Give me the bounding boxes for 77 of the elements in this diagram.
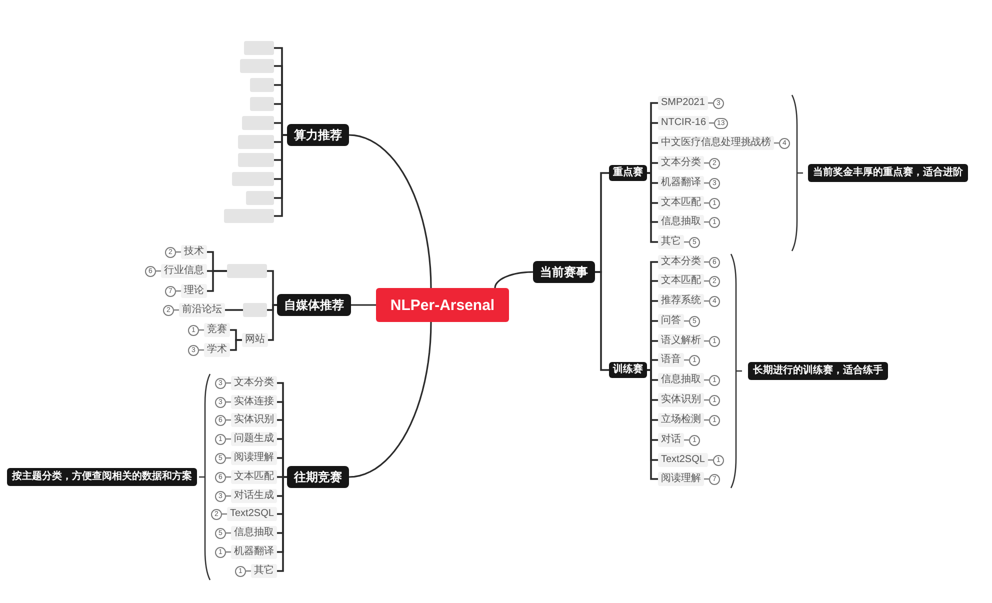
leaf-topic: 竞赛 xyxy=(204,323,230,337)
branch-line xyxy=(494,271,534,288)
leaf-topic: 文本分类 xyxy=(231,376,277,390)
branch-line xyxy=(207,270,227,292)
leaf-topic: 问题生成 xyxy=(231,432,277,446)
leaf-topic: 行业信息 xyxy=(161,264,207,278)
leaf-topic: 语义解析 xyxy=(658,334,704,348)
central-topic: NLPer-Arsenal xyxy=(376,288,509,322)
leaf-topic: 阅读理解 xyxy=(231,451,277,465)
branch-line xyxy=(647,162,658,174)
leaf-topic: 文本分类 xyxy=(658,255,704,269)
leaf-topic: NTCIR-16 xyxy=(658,116,710,130)
leaf-topic: SMP2021 xyxy=(658,96,708,110)
blank-topic-box xyxy=(246,191,274,205)
blank-topic-box xyxy=(224,209,274,223)
branch-line xyxy=(274,134,287,217)
leaf-topic: 实体连接 xyxy=(231,395,277,409)
leaf-topic: 其它 xyxy=(251,564,277,578)
branch-line xyxy=(351,304,377,306)
leaf-topic: 文本匹配 xyxy=(231,470,277,484)
leaf-topic: 网站 xyxy=(242,333,268,347)
leaf-topic: Text2SQL xyxy=(658,453,708,467)
leaf-topic: 推荐系统 xyxy=(658,294,704,308)
leaf-topic: 信息抽取 xyxy=(658,373,704,387)
summary-topic: 长期进行的训练赛，适合练手 xyxy=(748,362,888,380)
blank-topic-box xyxy=(240,59,274,73)
blank-topic-box xyxy=(238,153,274,167)
summary-topic: 当前奖金丰厚的重点赛，适合进阶 xyxy=(808,164,968,182)
leaf-topic: 阅读理解 xyxy=(658,472,704,486)
leaf-topic: 技术 xyxy=(181,245,207,259)
main-topic: 算力推荐 xyxy=(287,124,349,146)
blank-topic-box xyxy=(250,78,274,92)
leaf-topic: 实体识别 xyxy=(231,413,277,427)
blank-topic-box xyxy=(238,135,274,149)
leaf-topic: 机器翻译 xyxy=(658,176,704,190)
main-topic: 往期竞赛 xyxy=(287,466,349,488)
summary-topic: 按主题分类，方便查阅相关的数据和方案 xyxy=(7,468,197,486)
branch-line xyxy=(348,134,432,288)
leaf-topic: 学术 xyxy=(204,343,230,357)
branch-line xyxy=(277,457,287,478)
leaf-topic: 对话生成 xyxy=(231,489,277,503)
branch-line xyxy=(647,369,658,480)
leaf-topic: 立场检测 xyxy=(658,413,704,427)
blank-topic-box xyxy=(243,303,267,317)
blank-topic-box xyxy=(227,264,267,278)
leaf-topic: 问答 xyxy=(658,314,684,328)
main-topic: 自媒体推荐 xyxy=(277,294,351,316)
leaf-topic: 文本匹配 xyxy=(658,196,704,210)
leaf-topic: 对话 xyxy=(658,433,684,447)
branch-line xyxy=(277,476,287,572)
blank-topic-box xyxy=(242,116,274,130)
branch-line xyxy=(225,309,243,311)
blank-topic-box xyxy=(232,172,274,186)
branch-line xyxy=(267,270,277,306)
leaf-topic: 理论 xyxy=(181,284,207,298)
leaf-topic: 前沿论坛 xyxy=(179,303,225,317)
branch-line xyxy=(647,172,658,243)
leaf-topic: 信息抽取 xyxy=(658,215,704,229)
leaf-topic: 文本匹配 xyxy=(658,274,704,288)
branch-line xyxy=(348,322,432,478)
subtopic: 训练赛 xyxy=(609,362,647,378)
leaf-topic: 机器翻译 xyxy=(231,545,277,559)
blank-topic-box xyxy=(250,97,274,111)
subtopic: 重点赛 xyxy=(609,165,647,181)
leaf-topic: 实体识别 xyxy=(658,393,704,407)
branch-line xyxy=(647,359,658,371)
main-topic: 当前赛事 xyxy=(533,261,595,283)
branch-line xyxy=(230,339,242,351)
leaf-topic: 其它 xyxy=(658,235,684,249)
leaf-topic: 中文医疗信息处理挑战榜 xyxy=(658,136,774,150)
branch-line xyxy=(268,304,277,341)
blank-topic-box xyxy=(244,41,274,55)
leaf-topic: 信息抽取 xyxy=(231,526,277,540)
leaf-topic: 语音 xyxy=(658,353,684,367)
branch-line xyxy=(595,271,609,371)
leaf-topic: 文本分类 xyxy=(658,156,704,170)
leaf-topic: Text2SQL xyxy=(227,507,277,521)
